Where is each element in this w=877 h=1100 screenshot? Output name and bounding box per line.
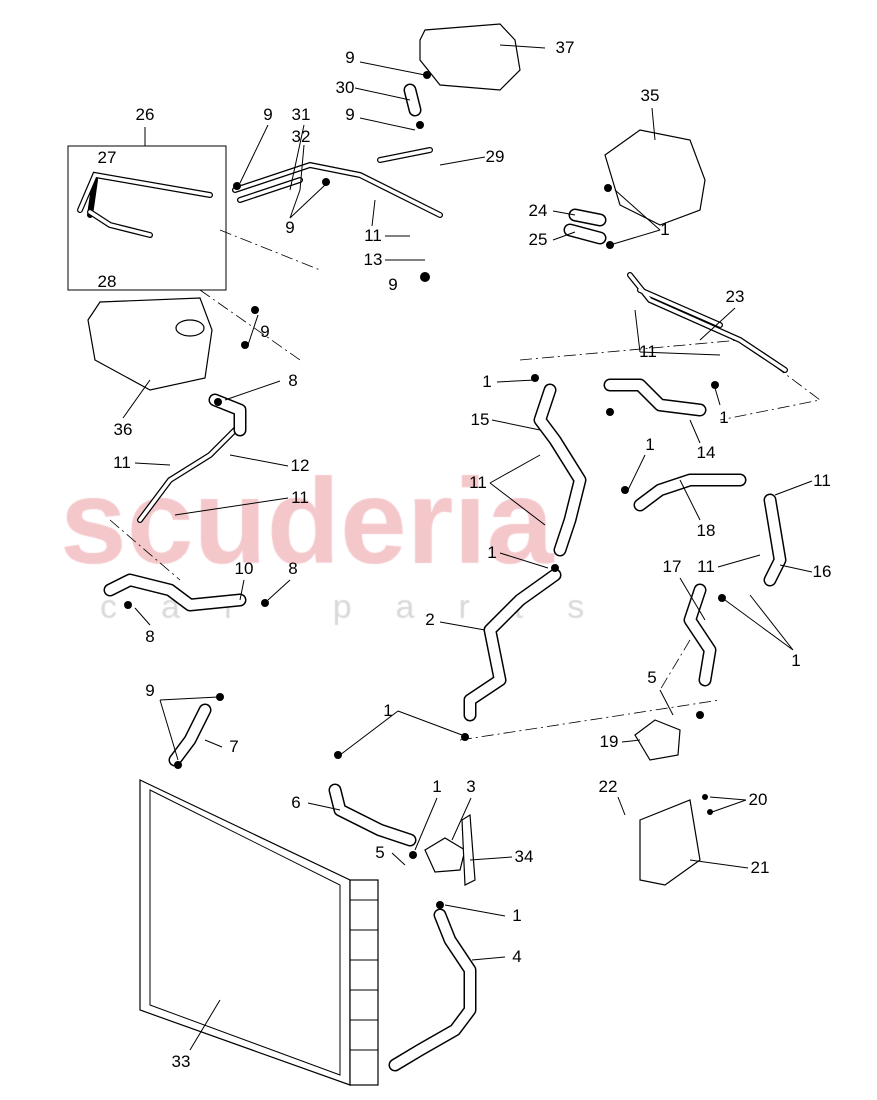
part-label-9: 9 bbox=[345, 48, 355, 67]
part-label-26: 26 bbox=[135, 105, 155, 124]
radiator-33 bbox=[139, 779, 379, 1086]
part-label-18: 18 bbox=[696, 521, 716, 540]
part-label-1: 1 bbox=[512, 906, 522, 925]
part-label-13: 13 bbox=[363, 250, 383, 269]
part-label-1: 1 bbox=[660, 220, 670, 239]
tank-cap bbox=[175, 319, 205, 337]
part-label-9: 9 bbox=[263, 105, 273, 124]
part-label-37: 37 bbox=[555, 38, 575, 57]
part-label-27: 27 bbox=[97, 148, 117, 167]
part-label-15: 15 bbox=[470, 410, 490, 429]
expansion-tank-37 bbox=[419, 23, 521, 91]
part-label-23: 23 bbox=[725, 287, 745, 306]
part-label-11: 11 bbox=[639, 342, 657, 361]
part-label-6: 6 bbox=[291, 793, 301, 812]
part-label-35: 35 bbox=[640, 86, 660, 105]
part-label-36: 36 bbox=[113, 420, 133, 439]
part-label-1: 1 bbox=[645, 435, 655, 454]
part-label-14: 14 bbox=[696, 443, 716, 462]
part-label-1: 1 bbox=[791, 651, 801, 670]
part-label-4: 4 bbox=[512, 947, 522, 966]
coolant-pipes bbox=[77, 147, 788, 523]
part-label-5: 5 bbox=[647, 668, 657, 687]
part-label-11: 11 bbox=[813, 471, 831, 490]
part-label-29: 29 bbox=[485, 147, 505, 166]
part-label-21: 21 bbox=[750, 858, 770, 877]
part-label-30: 30 bbox=[335, 78, 355, 97]
part-label-1: 1 bbox=[482, 372, 492, 391]
part-label-5: 5 bbox=[375, 843, 385, 862]
part-label-8: 8 bbox=[288, 371, 298, 390]
part-label-11: 11 bbox=[469, 473, 487, 492]
hose-clamps bbox=[124, 71, 726, 909]
part-label-33: 33 bbox=[171, 1052, 191, 1071]
part-label-25: 25 bbox=[528, 230, 548, 249]
part-label-1: 1 bbox=[719, 408, 729, 427]
leader-lines bbox=[122, 44, 813, 1051]
part-label-17: 17 bbox=[662, 557, 682, 576]
part-label-24: 24 bbox=[528, 201, 548, 220]
part-label-11: 11 bbox=[113, 453, 131, 472]
part-label-2: 2 bbox=[425, 610, 435, 629]
part-label-8: 8 bbox=[288, 559, 298, 578]
bracket-21 bbox=[639, 799, 701, 886]
part-label-9: 9 bbox=[345, 105, 355, 124]
part-label-32: 32 bbox=[291, 127, 311, 146]
part-label-9: 9 bbox=[285, 218, 295, 237]
part-label-3: 3 bbox=[466, 777, 476, 796]
part-label-7: 7 bbox=[229, 737, 239, 756]
part-label-12: 12 bbox=[290, 456, 310, 475]
bracket-34 bbox=[461, 813, 476, 886]
part-label-11: 11 bbox=[364, 226, 382, 245]
water-pump-3 bbox=[424, 837, 466, 873]
part-label-1: 1 bbox=[432, 777, 442, 796]
coolant-hoses bbox=[103, 83, 787, 1072]
expansion-tank-36 bbox=[87, 297, 213, 391]
part-label-19: 19 bbox=[599, 732, 619, 751]
part-label-28: 28 bbox=[97, 272, 117, 291]
part-label-9: 9 bbox=[388, 275, 398, 294]
part-label-1: 1 bbox=[487, 543, 497, 562]
part-label-11: 11 bbox=[697, 557, 715, 576]
part-label-20: 20 bbox=[748, 790, 768, 809]
part-label-10: 10 bbox=[234, 559, 254, 578]
part-label-34: 34 bbox=[514, 847, 534, 866]
part-label-31: 31 bbox=[291, 105, 311, 124]
part-label-1: 1 bbox=[383, 701, 393, 720]
part-label-11: 11 bbox=[291, 488, 309, 507]
part-label-9: 9 bbox=[145, 681, 155, 700]
water-pump-19 bbox=[634, 719, 681, 761]
group-frame-26 bbox=[67, 145, 227, 291]
part-label-9: 9 bbox=[260, 322, 270, 341]
part-label-22: 22 bbox=[598, 777, 618, 796]
part-label-8: 8 bbox=[145, 627, 155, 646]
part-label-16: 16 bbox=[812, 562, 832, 581]
thermostat-housing-35 bbox=[604, 129, 706, 226]
